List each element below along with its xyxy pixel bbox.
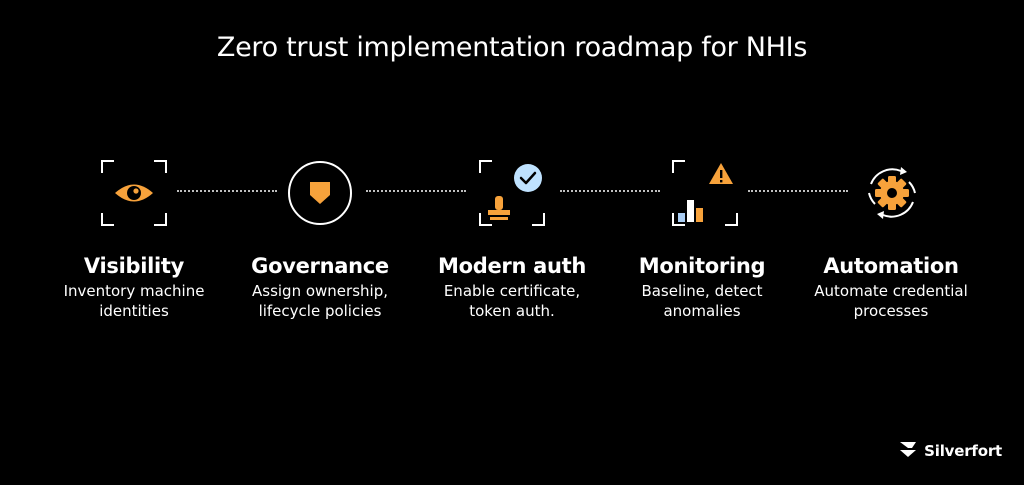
step-desc-line2: identities: [99, 302, 169, 320]
step-title: Modern auth: [437, 254, 587, 278]
bar-chart-warning-icon: [670, 158, 740, 228]
step-governance: Governance Assign ownership, lifecycle p…: [230, 253, 410, 321]
eye-in-frame-icon: [99, 158, 169, 228]
step-desc-line1: Enable certificate,: [443, 282, 581, 300]
step-desc-line1: Automate credential: [814, 282, 968, 300]
shield-in-circle-icon: [285, 158, 355, 228]
step-desc-line2: processes: [853, 302, 929, 320]
connector-3: [560, 190, 660, 192]
connector-2: [366, 190, 466, 192]
step-desc-line2: lifecycle policies: [258, 302, 382, 320]
step-desc-line1: Baseline, detect: [641, 282, 763, 300]
step-desc-line2: token auth.: [469, 302, 555, 320]
connector-4: [748, 190, 848, 192]
page-title: Zero trust implementation roadmap for NH…: [216, 32, 808, 63]
gear-cycle-icon: [857, 158, 927, 228]
silverfort-logo-icon: [898, 439, 918, 463]
step-automation: Automation Automate credential processes: [801, 253, 981, 321]
step-title: Monitoring: [638, 254, 766, 278]
stamp-with-check-icon: [477, 158, 547, 228]
step-title: Visibility: [83, 254, 185, 278]
step-title: Governance: [251, 254, 389, 278]
step-visibility: Visibility Inventory machine identities: [44, 253, 224, 321]
step-monitoring: Monitoring Baseline, detect anomalies: [612, 253, 792, 321]
step-modern-auth: Modern auth Enable certificate, token au…: [422, 253, 602, 321]
brand-logo: Silverfort: [898, 439, 1002, 463]
brand-name: Silverfort: [924, 442, 1002, 460]
step-desc-line1: Inventory machine: [63, 282, 205, 300]
connector-1: [177, 190, 277, 192]
step-desc-line2: anomalies: [663, 302, 741, 320]
step-title: Automation: [823, 254, 959, 278]
step-desc-line1: Assign ownership,: [252, 282, 388, 300]
